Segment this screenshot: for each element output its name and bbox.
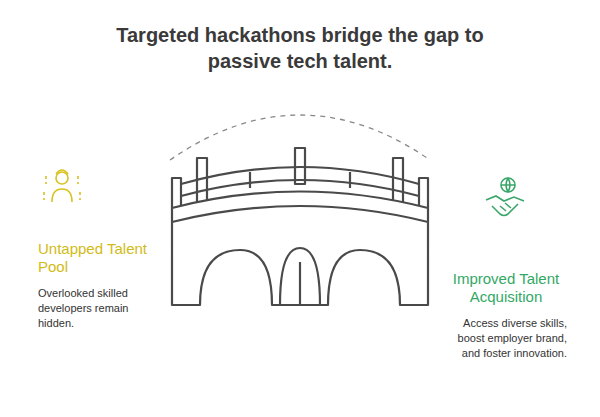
handshake-icon	[486, 178, 524, 216]
node-heading: Improved Talent Acquisition	[445, 270, 567, 306]
node-body: Overlooked skilled developers remain hid…	[38, 286, 166, 331]
diagram-title: Targeted hackathons bridge the gap to pa…	[80, 22, 520, 74]
text-node: Untapped Talent PoolOverlooked skilled d…	[38, 240, 166, 331]
node-heading: Untapped Talent Pool	[38, 240, 166, 276]
people-icon	[44, 170, 80, 202]
node-body: Access diverse skills, boost employer br…	[445, 316, 567, 361]
text-node: Improved Talent AcquisitionAccess divers…	[445, 270, 567, 361]
